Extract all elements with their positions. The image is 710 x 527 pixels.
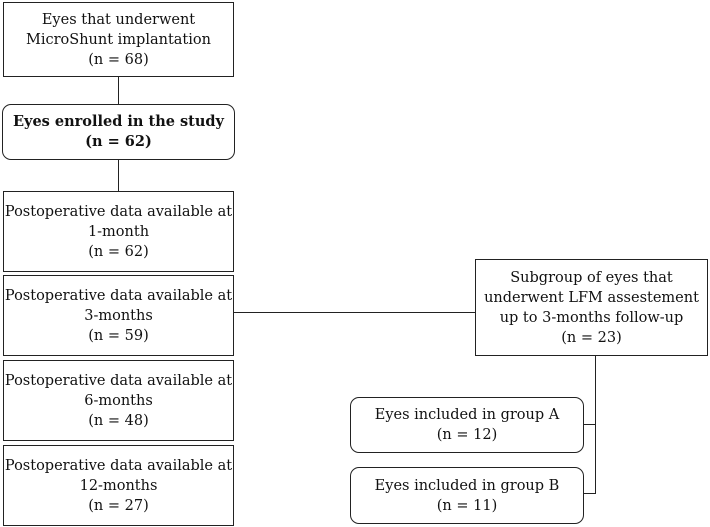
month12-data-box: Postoperative data available at 12-month… bbox=[3, 445, 234, 526]
box-text-line: 3-months bbox=[84, 307, 153, 324]
group-a-box: Eyes included in group A (n = 12) bbox=[350, 397, 584, 453]
connector-enrolled-month1 bbox=[118, 159, 120, 192]
box-text-line: Postoperative data available at bbox=[4, 372, 233, 389]
box-text-line: 12-months bbox=[79, 477, 158, 494]
box-count: (n = 62) bbox=[88, 243, 149, 260]
box-text-line: MicroShunt implantation bbox=[26, 31, 211, 48]
box-text-line: up to 3-months follow-up bbox=[499, 309, 684, 326]
connector-microshunt-enrolled bbox=[118, 76, 120, 105]
connector-to-groupA bbox=[583, 424, 596, 426]
box-text-line: 1-month bbox=[87, 223, 150, 240]
box-text-line: Subgroup of eyes that bbox=[510, 269, 673, 286]
box-count: (n = 48) bbox=[88, 412, 149, 429]
enrolled-study-box: Eyes enrolled in the study (n = 62) bbox=[2, 104, 235, 160]
box-text-line: underwent LFM assestement bbox=[484, 289, 699, 306]
microshunt-implantation-box: Eyes that underwent MicroShunt implantat… bbox=[3, 2, 234, 77]
lfm-subgroup-box: Subgroup of eyes that underwent LFM asse… bbox=[475, 259, 708, 356]
box-count: (n = 59) bbox=[88, 327, 149, 344]
box-count: (n = 27) bbox=[88, 497, 149, 514]
connector-to-groupB bbox=[583, 493, 596, 495]
month1-data-box: Postoperative data available at 1-month … bbox=[3, 191, 234, 272]
box-count: (n = 62) bbox=[85, 133, 152, 150]
connector-month3-subgroup bbox=[233, 312, 476, 314]
box-text-line: Postoperative data available at bbox=[4, 287, 233, 304]
box-text-line: 6-months bbox=[84, 392, 153, 409]
box-count: (n = 11) bbox=[436, 497, 498, 514]
box-count: (n = 12) bbox=[436, 427, 498, 443]
group-b-box: Eyes included in group B (n = 11) bbox=[350, 467, 584, 524]
month6-data-box: Postoperative data available at 6-months… bbox=[3, 360, 234, 441]
box-text-line: Eyes enrolled in the study bbox=[12, 113, 224, 130]
box-text-line: Postoperative data available at bbox=[4, 457, 233, 474]
box-text-line: Eyes included in group A bbox=[374, 407, 560, 423]
box-text-line: Postoperative data available at bbox=[4, 203, 233, 220]
box-count: (n = 23) bbox=[561, 329, 622, 346]
box-text-line: Eyes included in group B bbox=[374, 477, 560, 494]
box-text-line: Eyes that underwent bbox=[41, 11, 196, 28]
box-count: (n = 68) bbox=[88, 51, 149, 68]
month3-data-box: Postoperative data available at 3-months… bbox=[3, 275, 234, 356]
